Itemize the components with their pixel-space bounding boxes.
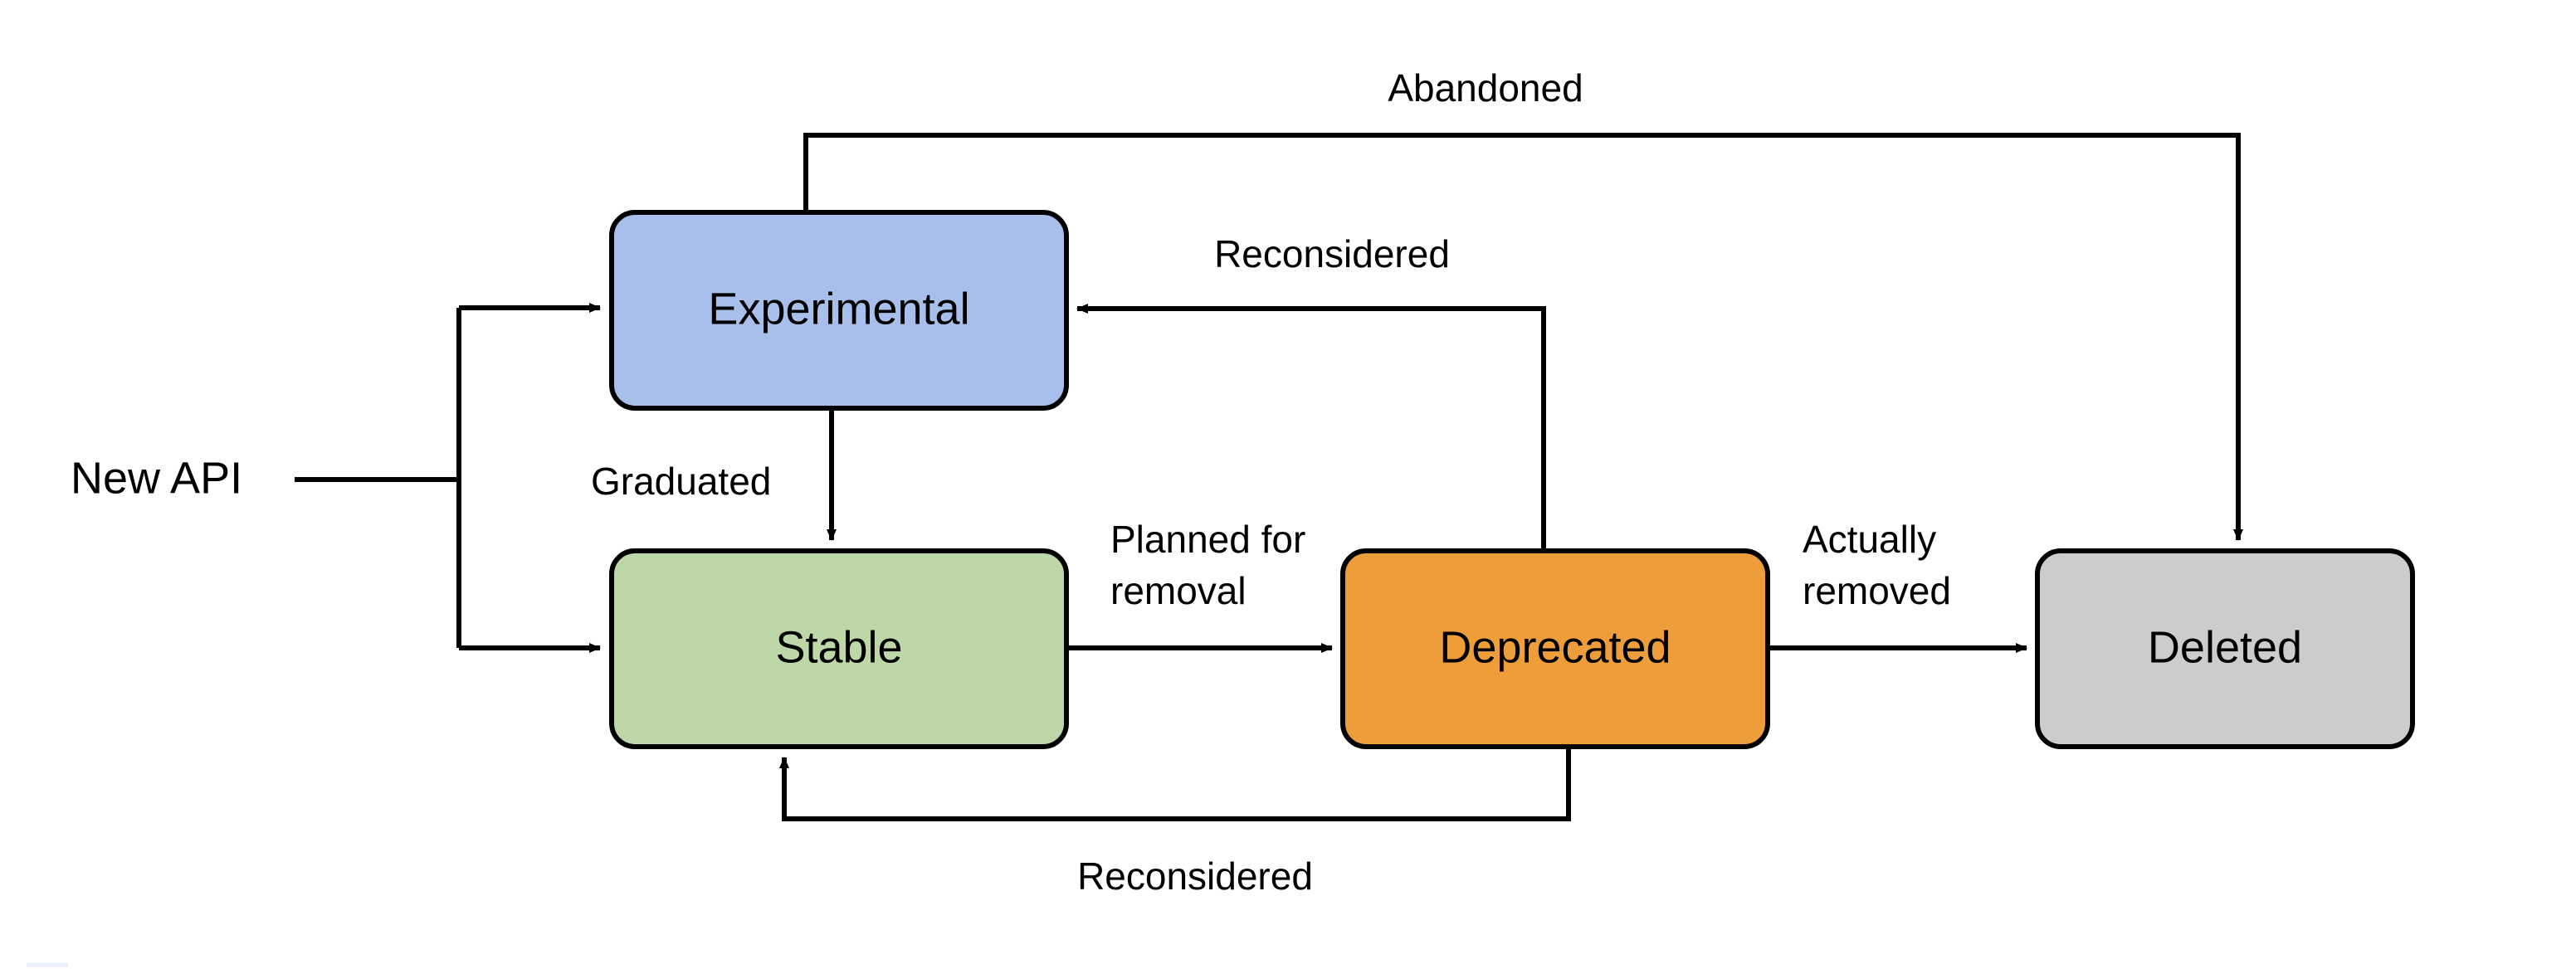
edge-label-reconsidered-bottom: Reconsidered bbox=[1077, 855, 1313, 898]
node-stable[interactable]: Stable bbox=[609, 548, 1069, 749]
node-deleted-shape[interactable] bbox=[2035, 548, 2415, 749]
edge-experimental-to-deleted bbox=[803, 133, 2243, 541]
edge-label-abandoned: Abandoned bbox=[1388, 66, 1583, 110]
edge-label-graduated: Graduated bbox=[591, 460, 771, 503]
edge-label-reconsidered-top: Reconsidered bbox=[1214, 232, 1450, 275]
node-stable-shape[interactable] bbox=[609, 548, 1069, 749]
node-experimental[interactable]: Experimental bbox=[609, 210, 1069, 411]
node-deprecated-shape[interactable] bbox=[1340, 548, 1770, 749]
edge-label-actually-removed-line1: Actually bbox=[1803, 518, 1936, 561]
node-experimental-shape[interactable] bbox=[609, 210, 1069, 411]
edge-deprecated-to-stable bbox=[779, 747, 1571, 821]
node-deleted[interactable]: Deleted bbox=[2035, 548, 2415, 749]
node-stable-label: Stable bbox=[775, 622, 902, 672]
node-deprecated-label: Deprecated bbox=[1439, 622, 1671, 672]
node-experimental-label: Experimental bbox=[708, 284, 969, 334]
edge-label-planned-for-removal-line1: Planned for bbox=[1110, 518, 1305, 561]
edge-deprecated-to-experimental bbox=[1076, 304, 1546, 551]
edge-label-actually-removed-line2: removed bbox=[1803, 569, 1951, 612]
source-label-new-api: New API bbox=[71, 453, 242, 503]
edge-label-planned-for-removal-line2: removal bbox=[1110, 569, 1247, 612]
node-deleted-label: Deleted bbox=[2148, 622, 2302, 672]
node-deprecated[interactable]: Deprecated bbox=[1340, 548, 1770, 749]
